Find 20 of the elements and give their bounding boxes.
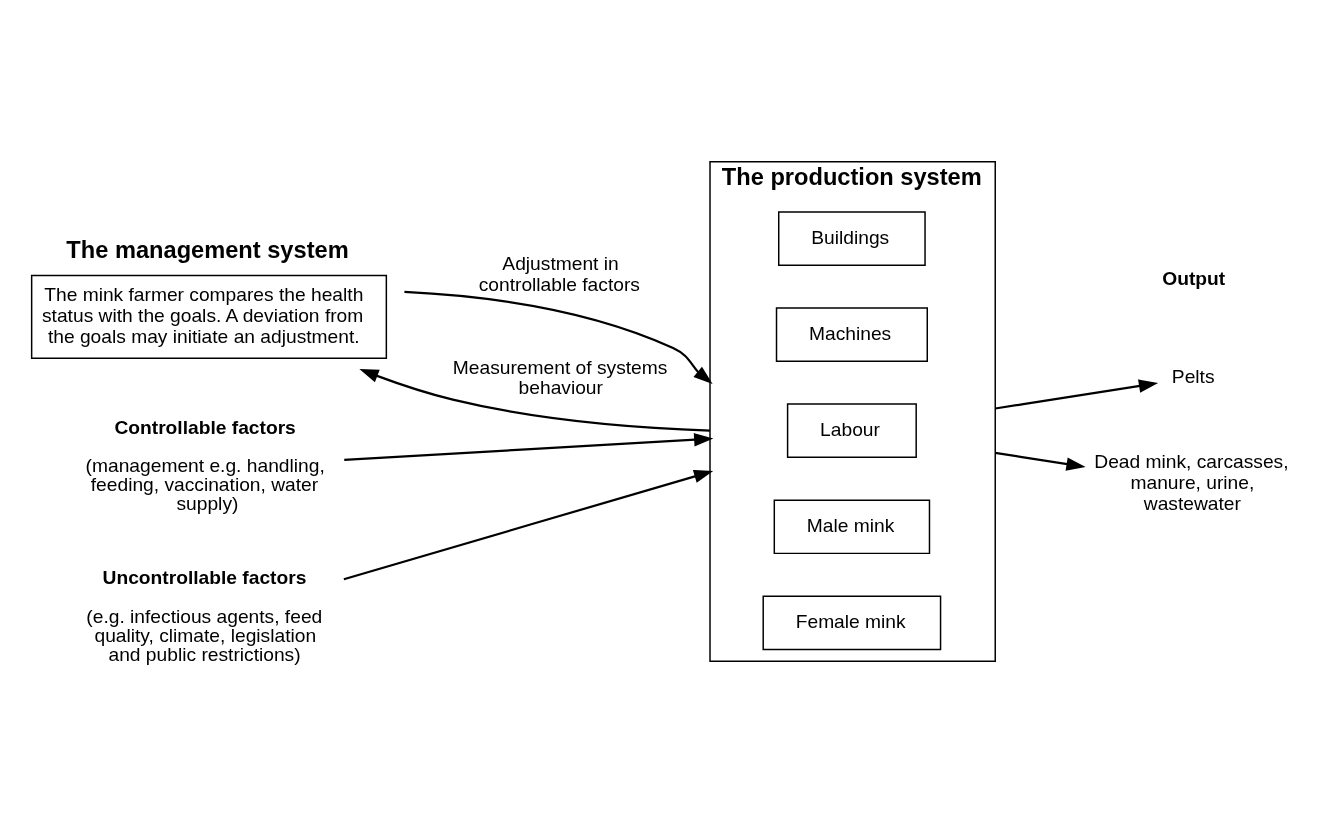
node-box: Machines xyxy=(775,307,928,362)
node-text: Controllable factors (management e.g. handling, feeding, vaccination, water supply) xyxy=(85,416,325,515)
edge-label: Measurement of systems behaviour xyxy=(452,356,668,399)
node-box: The mink farmer compares the health status with the goals. A deviation from the goals may initiate an adjustment. xyxy=(30,274,388,360)
arrow xyxy=(995,451,1086,471)
node-box: Female mink xyxy=(762,595,942,651)
arrow xyxy=(404,290,713,385)
node-text: Pelts xyxy=(1171,365,1215,387)
arrow xyxy=(344,433,714,462)
node-box: Male mink xyxy=(773,499,931,555)
arrow xyxy=(343,469,714,581)
node-text: Uncontrollable factors (e.g. infectious agents, feed quality, climate, legislation and public restrictions) xyxy=(86,567,323,666)
node-box: Buildings xyxy=(778,211,926,266)
arrow xyxy=(359,369,711,432)
node-box: Labour xyxy=(786,403,917,459)
arrow xyxy=(995,379,1159,410)
label: Output xyxy=(1162,267,1226,289)
node-label: The management system xyxy=(66,236,349,263)
node-text: Dead mink, carcasses, manure, urine, wastewater xyxy=(1094,451,1289,514)
edge-label: Adjustment in controllable factors xyxy=(478,253,640,295)
